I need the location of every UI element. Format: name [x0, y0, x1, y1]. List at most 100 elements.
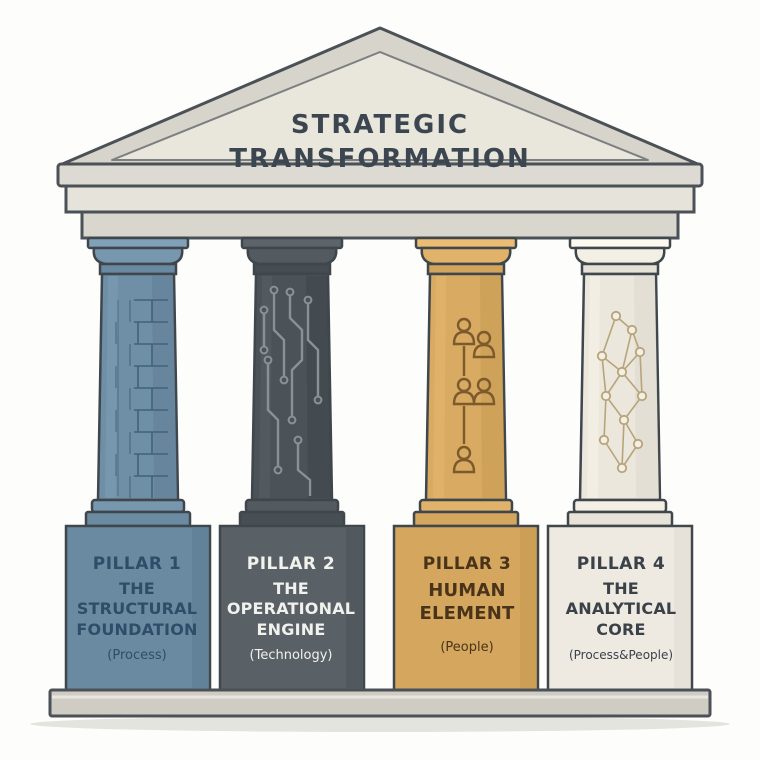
- circuit-node: [259, 305, 269, 315]
- pillar-3-label: PILLAR 3 HUMAN ELEMENT (People): [396, 554, 538, 656]
- pediment-inner: [111, 51, 649, 161]
- pillar-4-title: PILLAR 4: [576, 554, 666, 574]
- pillar-2-line3: ENGINE: [256, 619, 326, 639]
- network-node: [600, 390, 612, 402]
- pillar-3-note: (People): [440, 640, 494, 656]
- pillar-1-shaft-shadow: [152, 276, 177, 498]
- network-node: [632, 438, 644, 450]
- network-node: [596, 350, 608, 362]
- node-network-icon: [596, 310, 648, 474]
- network-node: [634, 346, 646, 358]
- pillar-1-base-ring: [84, 510, 192, 528]
- pillar-2-base-ring: [238, 510, 346, 528]
- pillar-2-necking: [252, 262, 332, 276]
- circuit-node: [269, 285, 279, 295]
- circuit-node: [273, 465, 283, 475]
- person-body: [472, 390, 496, 406]
- circuit-node: [313, 395, 323, 405]
- pillars-layer: [64, 236, 694, 692]
- network-edge: [601, 355, 607, 397]
- pillar-4-line2: ANALYTICAL: [565, 599, 677, 619]
- pillar-3-shaft-shadow: [480, 276, 505, 498]
- pillar-2-plinth-shadow: [346, 528, 362, 688]
- pillar-3: [392, 236, 540, 692]
- network-edge: [621, 371, 643, 397]
- pillar-2-title: PILLAR 2: [246, 554, 336, 574]
- pillar-3-title: PILLAR 3: [422, 554, 512, 574]
- person-body: [452, 458, 476, 474]
- network-node: [616, 366, 628, 378]
- circuit-trace: [288, 292, 304, 420]
- circuit-node: [303, 295, 313, 305]
- pillar-2-echinus: [246, 246, 338, 266]
- pillar-4-label: PILLAR 4 THE ANALYTICAL CORE (Process&Pe…: [550, 554, 692, 663]
- roof-title-line1: STRATEGIC: [290, 110, 470, 140]
- pillar-1-shaft-highlight: [105, 276, 118, 498]
- pillar-2: [218, 236, 366, 692]
- pillar-2-note: (Technology): [249, 648, 333, 664]
- circuit-node: [259, 345, 269, 355]
- pillar-4-shaft-highlight: [587, 276, 600, 498]
- roof-title-line2: TRANSFORMATION: [229, 144, 531, 174]
- pillar-4-plinth-shadow: [674, 528, 690, 688]
- circuit-node: [287, 415, 297, 425]
- pillar-1-label: PILLAR 1 THE STRUCTURAL FOUNDATION (Proc…: [66, 554, 208, 664]
- network-edge: [621, 329, 633, 373]
- pillar-3-torus: [418, 498, 514, 514]
- pillar-2-label: PILLAR 2 THE OPERATIONAL ENGINE (Technol…: [220, 554, 362, 664]
- person-body: [472, 343, 496, 359]
- pillar-2-line2: OPERATIONAL: [226, 599, 356, 619]
- network-node: [636, 390, 648, 402]
- pillar-2-abacus: [240, 236, 344, 250]
- pillar-1-torus: [90, 498, 186, 514]
- circuit-icon: [259, 285, 323, 496]
- frieze: [64, 184, 696, 214]
- pillar-4-note: (Process&People): [568, 648, 674, 663]
- pillar-3-plinth-shadow: [520, 528, 536, 688]
- pillar-1-line2: STRUCTURAL: [76, 599, 198, 619]
- pillar-2-torus: [244, 498, 340, 514]
- people-network-icon: [452, 317, 496, 474]
- network-node: [598, 434, 610, 446]
- pillar-3-echinus: [420, 246, 512, 266]
- circuit-node: [263, 355, 273, 365]
- pillar-4-line3: CORE: [596, 619, 646, 639]
- stylobate: [48, 688, 712, 718]
- network-edge: [601, 315, 617, 357]
- circuit-trace: [296, 440, 312, 496]
- person-body: [452, 330, 476, 346]
- pillar-4-torus: [572, 498, 668, 514]
- pillar-2-plinth: [218, 524, 366, 692]
- pillar-3-base-ring: [412, 510, 520, 528]
- pillar-4-line1: THE: [603, 579, 639, 598]
- brick-pattern-icon: [115, 299, 168, 498]
- ground-shadow: [30, 716, 730, 732]
- pillar-1-title: PILLAR 1: [92, 554, 182, 574]
- circuit-node: [293, 435, 303, 445]
- circuit-trace: [272, 290, 286, 380]
- pillar-1-line3: FOUNDATION: [76, 619, 198, 639]
- architrave: [80, 210, 680, 240]
- pillar-2-line1: THE: [273, 579, 309, 598]
- network-edge: [621, 419, 625, 469]
- pillar-1-note: (Process): [107, 648, 167, 664]
- network-edge: [639, 351, 643, 397]
- pillar-4-abacus: [568, 236, 672, 250]
- circuit-trace: [266, 360, 280, 470]
- pillar-4-necking: [580, 262, 660, 276]
- circuit-trace: [306, 300, 320, 400]
- pillar-1-echinus: [92, 246, 184, 266]
- pillar-4-base-ring: [566, 510, 674, 528]
- pillar-3-necking: [426, 262, 506, 276]
- network-edge: [603, 439, 623, 469]
- network-node: [616, 462, 628, 474]
- pillar-1-abacus: [86, 236, 190, 250]
- pillar-1: [64, 236, 212, 692]
- network-node: [618, 414, 630, 426]
- pillar-4-echinus: [574, 246, 666, 266]
- network-node: [610, 310, 622, 322]
- pillar-3-abacus: [414, 236, 518, 250]
- pillar-4-shaft-shadow: [634, 276, 659, 498]
- network-edge: [603, 395, 607, 441]
